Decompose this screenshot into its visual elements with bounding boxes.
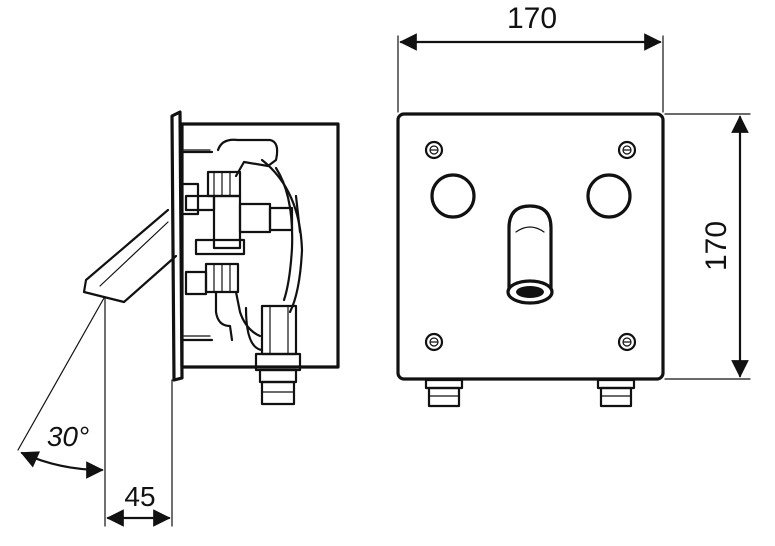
front-spout <box>506 204 554 305</box>
side-view <box>82 110 340 406</box>
screw-top-left <box>424 140 444 160</box>
dim-label-height: 170 <box>700 221 733 271</box>
side-internal-valve-assembly <box>180 138 304 406</box>
sensor-right <box>586 173 632 219</box>
screw-bottom-left <box>424 332 444 352</box>
front-plate <box>396 112 665 381</box>
front-dimensions: 170 170 <box>397 2 751 380</box>
dim-label-45: 45 <box>124 481 155 512</box>
front-view <box>396 112 665 408</box>
side-wall-plate <box>170 110 184 382</box>
side-dimensions: 45 30° <box>17 297 173 527</box>
dim-label-width: 170 <box>507 2 557 35</box>
dim-arc-30 <box>20 451 104 479</box>
side-spout <box>82 208 178 304</box>
side-housing-box <box>180 122 340 369</box>
connector-left <box>424 378 464 408</box>
sensor-left <box>430 173 476 219</box>
dim-label-30: 30° <box>47 421 89 452</box>
connector-right <box>596 378 636 408</box>
screw-bottom-right <box>617 332 637 352</box>
screw-top-right <box>617 140 637 160</box>
